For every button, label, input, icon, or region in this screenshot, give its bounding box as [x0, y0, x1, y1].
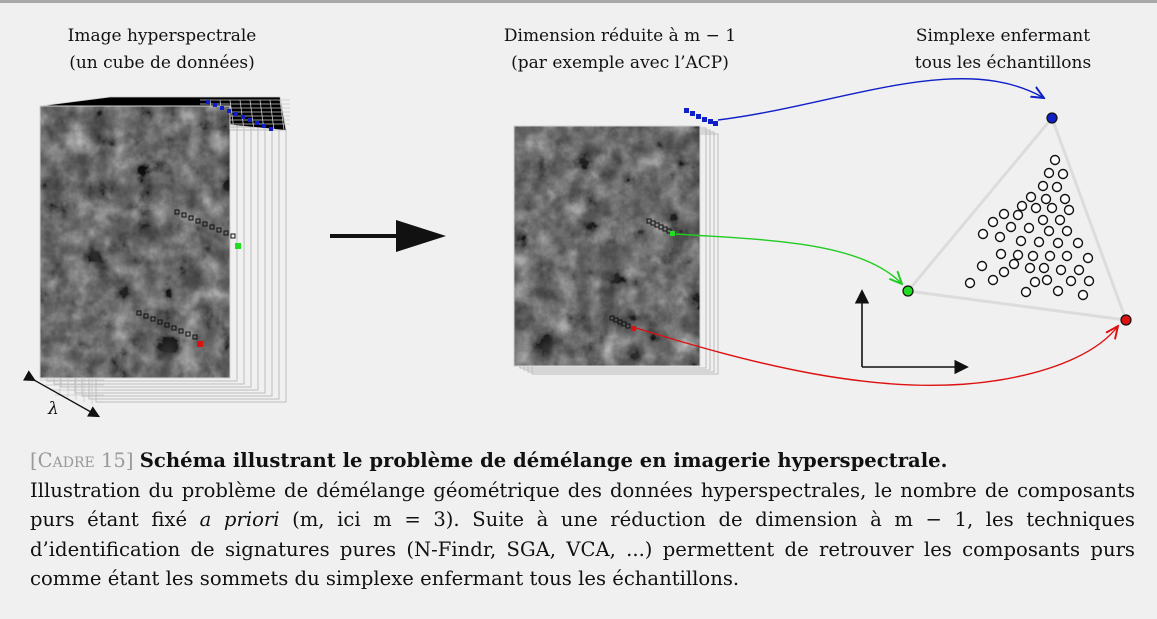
- lambda-label: λ: [47, 399, 59, 419]
- top-rule: [0, 0, 1157, 3]
- reduction-arrow: [330, 220, 446, 252]
- unmixing-figure: Image hyperspectrale (un cube de données…: [22, 26, 1132, 419]
- red-mapping-curve: [635, 326, 1118, 387]
- simplex-title-line2: tous les échantillons: [915, 53, 1091, 73]
- lambda-axis-arrow: [22, 370, 101, 418]
- endmember-blue: [1046, 112, 1058, 124]
- cube-title-line2: (un cube de données): [69, 53, 255, 73]
- cube-green-spectrum: [174, 209, 241, 249]
- cube-title-line1: Image hyperspectrale: [68, 26, 257, 46]
- hyperspectral-cube: λ: [22, 96, 290, 419]
- reduced-green-points: [646, 218, 675, 236]
- caption-title: Schéma illustrant le problème de démélan…: [139, 449, 948, 472]
- blue-mapping-curve: [717, 78, 1044, 121]
- reduced-space-axes: [854, 289, 969, 375]
- caption-body: Illustration du problème de démélange gé…: [30, 476, 1135, 594]
- endmember-green: [902, 285, 914, 297]
- reduced-red-points: [609, 315, 636, 331]
- figure-caption: [Cadre 15] Schéma illustrant le problème…: [30, 446, 1135, 594]
- cube-front-image: [39, 105, 231, 379]
- simplex-title-line1: Simplexe enfermant: [916, 26, 1090, 46]
- endmember-red: [1120, 314, 1132, 326]
- reduced-title-line2: (par exemple avec l’ACP): [511, 53, 729, 73]
- cube-red-spectrum: [136, 310, 203, 347]
- reduced-blue-points: [684, 108, 718, 126]
- reduced-title-line1: Dimension réduite à m − 1: [504, 26, 736, 46]
- cube-blue-spectrum: [206, 100, 273, 131]
- simplex-samples: [964, 154, 1095, 301]
- caption-heading: [Cadre 15] Schéma illustrant le problème…: [30, 446, 1135, 476]
- simplex-edges: [905, 115, 1129, 322]
- caption-body-part2: (m, ici m = 3). Suite à une réduction de…: [30, 508, 1135, 590]
- caption-tag: [Cadre 15]: [30, 449, 134, 472]
- caption-body-part1: Illustration du problème de démélange gé…: [30, 478, 1135, 532]
- caption-emphasis: a priori: [199, 508, 280, 531]
- reduced-image-stack: [513, 108, 719, 375]
- simplex: [902, 112, 1132, 326]
- green-mapping-curve: [675, 233, 902, 284]
